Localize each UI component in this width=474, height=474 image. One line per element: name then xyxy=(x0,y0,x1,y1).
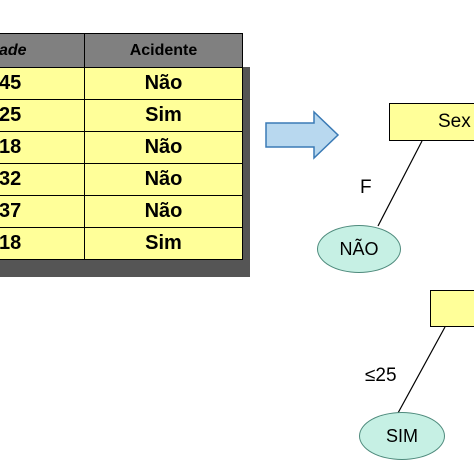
edge-root-to-nao xyxy=(377,140,423,227)
header-acidente: Acidente xyxy=(84,33,243,68)
tree-node-sexo: Sex xyxy=(389,103,474,141)
header-idade: ade xyxy=(0,33,85,68)
tree-node-idade xyxy=(430,290,474,327)
table-row: 25 Sim xyxy=(0,99,243,132)
cell-acidente: Não xyxy=(84,131,243,164)
cell-acidente: Não xyxy=(84,67,243,100)
tree-leaf-sim: SIM xyxy=(359,412,445,460)
node-label: Sex xyxy=(438,111,471,132)
edge-label-f: F xyxy=(360,177,372,198)
table-row: 18 Não xyxy=(0,131,243,164)
cell-acidente: Não xyxy=(84,195,243,228)
data-table-container: ade Acidente 45 Não 25 Sim 18 Não 32 Não xyxy=(0,33,243,260)
edge-age-to-sim xyxy=(397,326,446,414)
cell-idade: 25 xyxy=(0,99,85,132)
leaf-label: NÃO xyxy=(339,238,379,259)
table-row: 18 Sim xyxy=(0,227,243,260)
edge-label-age: ≤25 xyxy=(365,365,397,386)
data-table: ade Acidente 45 Não 25 Sim 18 Não 32 Não xyxy=(0,33,243,260)
cell-idade: 18 xyxy=(0,227,85,260)
cell-acidente: Sim xyxy=(84,227,243,260)
leaf-label: SIM xyxy=(385,425,418,446)
cell-idade: 32 xyxy=(0,163,85,196)
cell-acidente: Sim xyxy=(84,99,243,132)
cell-idade: 18 xyxy=(0,131,85,164)
cell-acidente: Não xyxy=(84,163,243,196)
table-row: 32 Não xyxy=(0,163,243,196)
tree-leaf-nao: NÃO xyxy=(317,225,401,273)
right-arrow-icon xyxy=(265,110,340,160)
table-header-row: ade Acidente xyxy=(0,33,243,68)
table-row: 37 Não xyxy=(0,195,243,228)
